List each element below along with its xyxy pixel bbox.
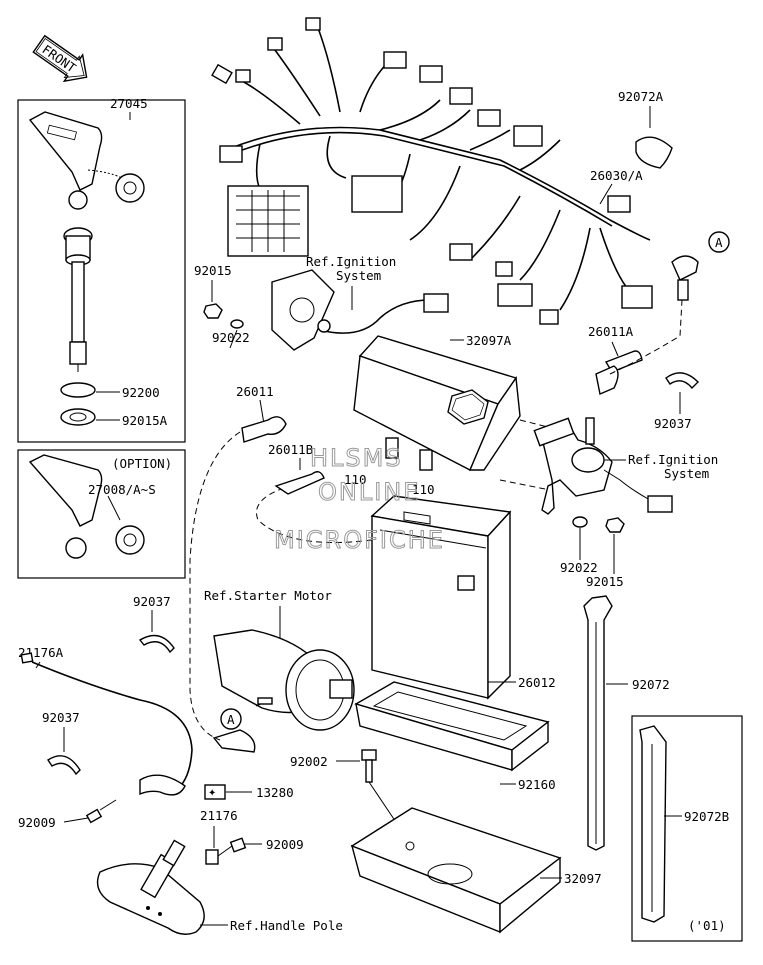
ground-terminal-icon bbox=[205, 849, 219, 865]
wire-lead-icon bbox=[20, 652, 193, 796]
strap-92072B-icon bbox=[639, 725, 667, 923]
ignition-key-box bbox=[17, 99, 186, 443]
part-92160: 92160 bbox=[518, 777, 556, 792]
key-fob-icon bbox=[28, 111, 145, 210]
part-92009-right: 92009 bbox=[266, 837, 304, 852]
ref-ignition-right-line2: System bbox=[664, 466, 709, 481]
battery-tray-icon bbox=[354, 681, 550, 772]
cable-26011A-path bbox=[609, 299, 683, 375]
handle-pole-icon bbox=[96, 839, 205, 935]
cable-boot-upper-icon bbox=[671, 255, 699, 281]
option-key-fob-icon bbox=[28, 454, 145, 559]
starter-relay-icon bbox=[539, 417, 673, 515]
nut-92015-right-icon bbox=[605, 517, 625, 533]
part-92022-right: 92022 bbox=[560, 560, 598, 575]
part-92037-upper: 92037 bbox=[133, 594, 171, 609]
part-92072: 92072 bbox=[632, 677, 670, 692]
part-13280: 13280 bbox=[256, 785, 294, 800]
ignition-switch-icon bbox=[63, 227, 93, 372]
terminal-26011A-bottom-icon bbox=[533, 417, 575, 447]
callout-a-upper-label: A bbox=[715, 235, 723, 250]
starter-motor-icon bbox=[213, 629, 355, 731]
part-92002: 92002 bbox=[290, 754, 328, 769]
part-92022-left: 92022 bbox=[212, 330, 250, 345]
svg-text:✦: ✦ bbox=[208, 788, 216, 799]
wire-harness-icon bbox=[211, 17, 653, 334]
part-110-right: 110 bbox=[412, 482, 435, 497]
option-label: (OPTION) bbox=[112, 456, 172, 471]
part-92072B: 92072B bbox=[684, 809, 729, 824]
screw-icon bbox=[85, 799, 117, 824]
part-27008: 27008/A~S bbox=[88, 482, 156, 497]
part-26012: 26012 bbox=[518, 675, 556, 690]
part-110-left: 110 bbox=[344, 472, 367, 487]
part-26011: 26011 bbox=[236, 384, 274, 399]
nut-92015-icon bbox=[203, 303, 223, 319]
watermark-line2: ONLINE bbox=[318, 478, 420, 506]
part-92009-left: 92009 bbox=[18, 815, 56, 830]
nut-icon bbox=[60, 408, 96, 426]
part-26030: 26030/A bbox=[590, 168, 643, 183]
ref-starter-motor: Ref.Starter Motor bbox=[204, 588, 332, 603]
part-21176: 21176 bbox=[200, 808, 238, 823]
battery-case-icon bbox=[350, 807, 562, 934]
bolt-left-icon bbox=[385, 437, 399, 459]
ref-ignition-top-line2: System bbox=[336, 268, 381, 283]
bolt-right-icon bbox=[419, 449, 433, 471]
part-26011A: 26011A bbox=[588, 324, 634, 339]
ref-ignition-top-line1: Ref.Ignition bbox=[306, 254, 396, 269]
option-key-box bbox=[17, 449, 186, 579]
cable-26011B-path bbox=[256, 487, 373, 543]
part-92015-left: 92015 bbox=[194, 263, 232, 278]
watermark-line1: HLSMS bbox=[310, 444, 403, 472]
battery-icon bbox=[370, 495, 512, 700]
callout-a-lower-label: A bbox=[227, 712, 235, 727]
year-variant-box bbox=[631, 715, 743, 942]
strap-92072-icon bbox=[583, 595, 613, 851]
washer-92022-icon bbox=[230, 319, 244, 329]
part-92015-right: 92015 bbox=[586, 574, 624, 589]
cable-boot-icon bbox=[212, 729, 256, 753]
label-sticker-icon bbox=[204, 784, 226, 800]
terminal-26011B-icon bbox=[274, 471, 325, 495]
ref-handle-pole: Ref.Handle Pole bbox=[230, 918, 343, 933]
part-92200: 92200 bbox=[122, 385, 160, 400]
part-92037-lower: 92037 bbox=[42, 710, 80, 725]
year-label: ('01) bbox=[688, 918, 726, 933]
terminal-26011-icon bbox=[241, 416, 287, 443]
bolt-92002-icon bbox=[361, 749, 377, 783]
callout-a-lower bbox=[220, 708, 242, 730]
watermark-line3: MICROFICHE bbox=[274, 526, 445, 554]
washer-92022-right-icon bbox=[572, 516, 588, 528]
part-92072A: 92072A bbox=[618, 89, 664, 104]
clamp-92037-right-icon bbox=[665, 372, 699, 390]
clamp-92072A-icon bbox=[635, 136, 673, 169]
clamp-lower-icon bbox=[47, 755, 81, 776]
washer-icon bbox=[60, 382, 96, 398]
ignition-unit-icon bbox=[271, 269, 335, 351]
part-27045: 27045 bbox=[110, 96, 148, 111]
cable-26011-path bbox=[189, 431, 241, 741]
part-92015A: 92015A bbox=[122, 413, 168, 428]
ref-ignition-right-line1: Ref.Ignition bbox=[628, 452, 718, 467]
part-32097A: 32097A bbox=[466, 333, 512, 348]
front-arrow-icon: FRONT bbox=[32, 34, 88, 83]
part-92037-right: 92037 bbox=[654, 416, 692, 431]
clamp-icon bbox=[138, 634, 175, 654]
callout-a-upper bbox=[708, 231, 730, 253]
battery-cover-icon bbox=[353, 335, 521, 471]
part-32097: 32097 bbox=[564, 871, 602, 886]
part-26011B: 26011B bbox=[268, 442, 313, 457]
